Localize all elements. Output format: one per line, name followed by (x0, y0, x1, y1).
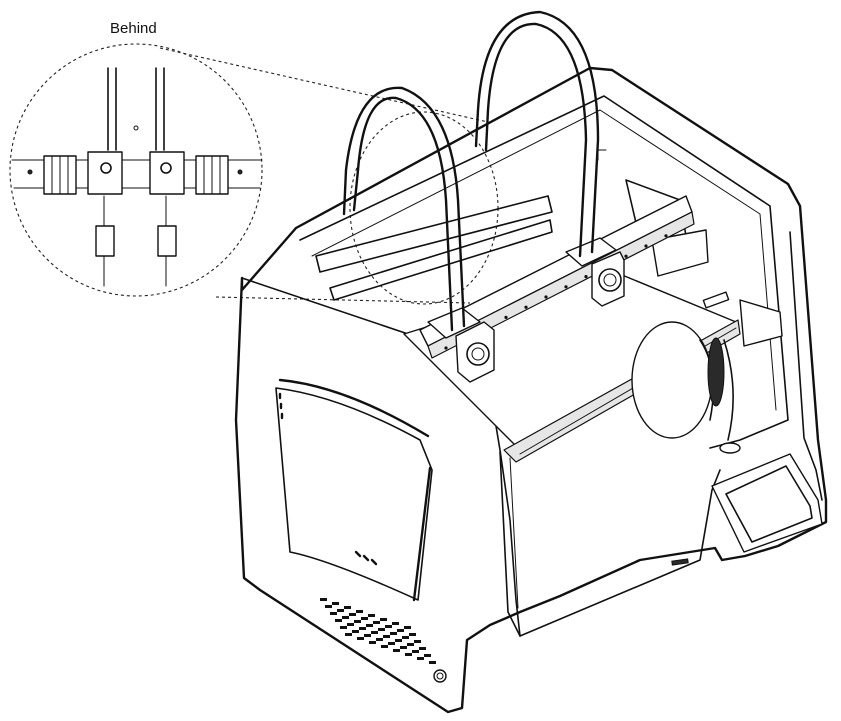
vent-slot (330, 612, 337, 615)
vent-slot (366, 624, 373, 627)
vent-slot (404, 626, 411, 629)
bowden-tubes (342, 10, 600, 332)
vent-slot (369, 641, 376, 644)
gantry-hole (524, 305, 528, 309)
vent-slot (424, 654, 431, 657)
vent-slot (325, 605, 332, 608)
vent-slot (405, 653, 412, 656)
vent-slot (417, 657, 424, 660)
vent-slot (395, 639, 402, 642)
vent-slot (390, 632, 397, 635)
touchscreen (711, 453, 823, 553)
vent-slot (359, 627, 366, 630)
gantry-hole (444, 346, 448, 350)
filament-spool (631, 321, 741, 454)
vent-slot (345, 633, 352, 636)
vent-slot (349, 613, 356, 616)
vent-slot (407, 643, 414, 646)
vent-slot (373, 621, 380, 624)
vent-slot (320, 598, 327, 601)
gantry-hole (544, 295, 548, 299)
vent-slot (376, 638, 383, 641)
vent-slot (354, 620, 361, 623)
vent-slot (352, 630, 359, 633)
gantry-hole (664, 234, 668, 238)
vent-slot (400, 646, 407, 649)
gantry-hole (624, 254, 628, 258)
vent-slot (402, 636, 409, 639)
vent-slot (393, 649, 400, 652)
power-button (433, 669, 447, 683)
vent-slot (332, 602, 339, 605)
vent-slot (412, 650, 419, 653)
gantry-hole (584, 275, 588, 279)
vent-slot (356, 610, 363, 613)
callout-label: Behind (110, 20, 157, 37)
vent-slot (344, 606, 351, 609)
vent-slot (337, 609, 344, 612)
vent-slot (357, 637, 364, 640)
vent-slot (397, 629, 404, 632)
gantry-hole (564, 285, 568, 289)
vent-slot (371, 631, 378, 634)
rear-frame (315, 149, 783, 347)
vent-slot (381, 645, 388, 648)
vent-slot (380, 618, 387, 621)
vent-slot (378, 628, 385, 631)
vent-slot (414, 640, 421, 643)
vent-slot (385, 625, 392, 628)
callout-connectors (159, 47, 499, 305)
vent-slot (340, 626, 347, 629)
vent-slot (392, 622, 399, 625)
vent-slot (347, 623, 354, 626)
vent-slot (368, 614, 375, 617)
vent-slot (419, 647, 426, 650)
vent-slot (388, 642, 395, 645)
vent-slot (409, 633, 416, 636)
rear-detail-circle (9, 43, 263, 297)
vent-slot (342, 616, 349, 619)
vent-slot (335, 619, 342, 622)
gantry-hole (504, 315, 508, 319)
vent-grille (320, 598, 436, 664)
vent-slot (429, 661, 436, 664)
x-axis-gantry (419, 195, 695, 359)
vent-slot (361, 617, 368, 620)
vent-slot (383, 635, 390, 638)
vent-slot (364, 634, 371, 637)
gantry-hole (644, 244, 648, 248)
